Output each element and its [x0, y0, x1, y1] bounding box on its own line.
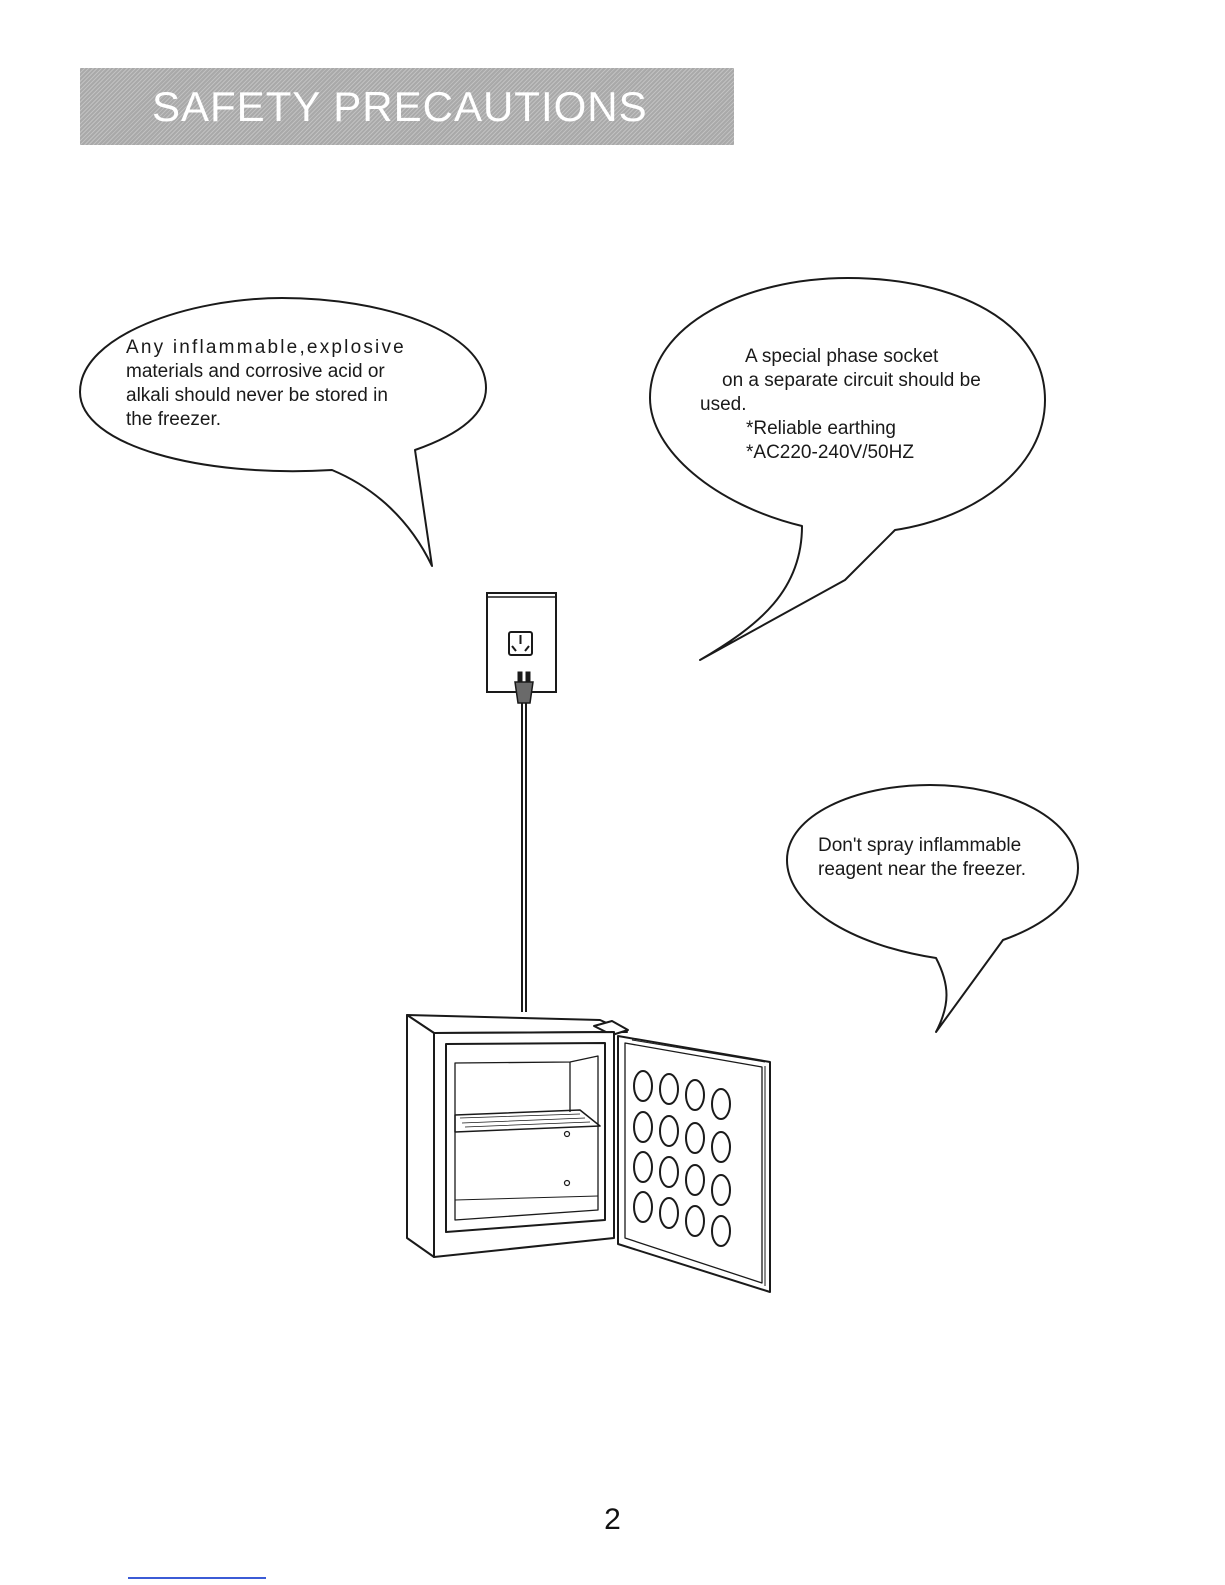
power-cord — [522, 703, 526, 1012]
bubble-right-line-2: on a separate circuit should be — [700, 369, 1040, 393]
bubble-right-line-1: A special phase socket — [700, 345, 1040, 369]
bubble-left-line-2: materials and corrosive acid or — [126, 360, 446, 384]
bubble-right-text: A special phase socket on a separate cir… — [700, 345, 1040, 465]
bubble-left-line-3: alkali should never be stored in — [126, 384, 446, 408]
bubble-right-line-4: *Reliable earthing — [700, 417, 1040, 441]
bubble-lower-text: Don't spray inflammable reagent near the… — [818, 834, 1078, 882]
speech-bubble-lower — [787, 785, 1078, 1032]
page-number: 2 — [0, 1503, 1225, 1537]
bubble-right-line-5: *AC220-240V/50HZ — [700, 441, 1040, 465]
bubble-left-line-4: the freezer. — [126, 408, 446, 432]
bubble-left-line-1: Any inflammable,explosive — [126, 336, 446, 360]
speech-bubble-right — [650, 278, 1045, 660]
bubble-right-line-3: used. — [700, 393, 1040, 417]
bubble-lower-line-1: Don't spray inflammable — [818, 834, 1078, 858]
bubble-lower-line-2: reagent near the freezer. — [818, 858, 1078, 882]
footer-rule — [128, 1577, 266, 1579]
freezer — [407, 1015, 770, 1292]
bubble-left-text: Any inflammable,explosive materials and … — [126, 336, 446, 432]
